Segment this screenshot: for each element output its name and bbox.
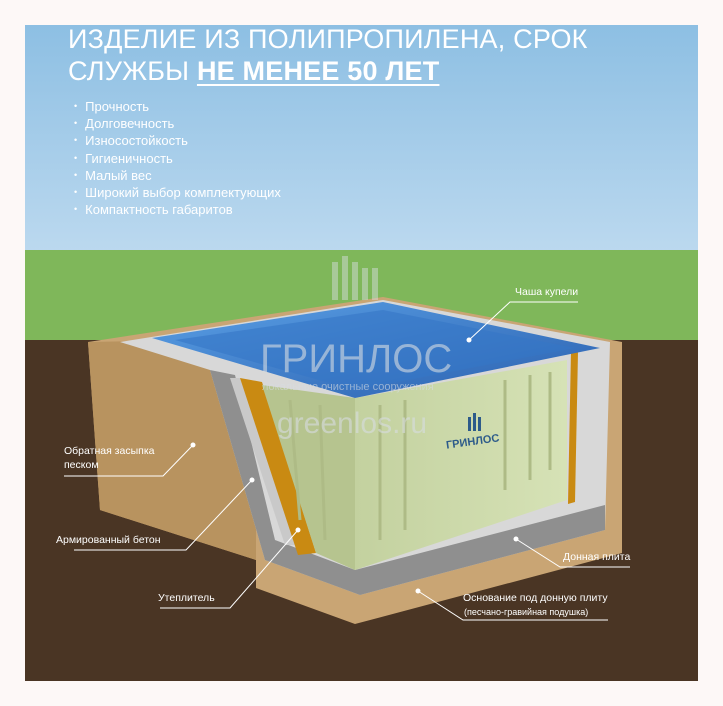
tank-front-face <box>355 360 567 570</box>
title-emphasis: НЕ МЕНЕЕ 50 ЛЕТ <box>196 56 440 86</box>
feature-item: Прочность <box>74 98 281 115</box>
label-bottom-slab: Донная плита <box>563 551 631 563</box>
title-prefix: СЛУЖБЫ <box>68 56 197 86</box>
label-insulation: Утеплитель <box>158 592 215 604</box>
feature-item: Компактность габаритов <box>74 201 281 218</box>
watermark-brand: ГРИНЛОС <box>260 337 453 381</box>
feature-item: Широкий выбор комплектующих <box>74 184 281 201</box>
bottom-slab <box>210 370 605 595</box>
feature-item: Гигиеничность <box>74 150 281 167</box>
tank-logo-icon <box>468 413 481 431</box>
illustration-panel: ИЗДЕЛИЕ ИЗ ПОЛИПРОПИЛЕНА, СРОК СЛУЖБЫ НЕ… <box>25 25 698 681</box>
insulation-right <box>568 350 578 504</box>
pool-cross-section-diagram <box>25 25 698 681</box>
label-concrete: Армированный бетон <box>56 534 161 546</box>
watermark-logo-icon <box>332 256 378 300</box>
label-base-line1: Основание под донную плиту <box>463 592 608 604</box>
watermark-tagline: локальные очистные сооружения <box>262 381 434 393</box>
page-title-line1: ИЗДЕЛИЕ ИЗ ПОЛИПРОПИЛЕНА, СРОК <box>68 25 588 54</box>
feature-item: Долговечность <box>74 115 281 132</box>
feature-list: Прочность Долговечность Износостойкость … <box>74 98 281 218</box>
tank-ribs <box>288 372 552 541</box>
label-backfill-line1: Обратная засыпка <box>64 445 155 457</box>
page-title-line2: СЛУЖБЫ НЕ МЕНЕЕ 50 ЛЕТ <box>68 55 439 87</box>
label-bowl: Чаша купели <box>515 286 579 298</box>
label-backfill-line2: песком <box>64 459 99 471</box>
watermark-site: greenlos.ru <box>277 407 428 440</box>
pool-bowl-inner <box>175 310 575 390</box>
feature-item: Малый вес <box>74 167 281 184</box>
leader-lines <box>64 301 630 621</box>
feature-item: Износостойкость <box>74 132 281 149</box>
label-dots <box>190 337 519 594</box>
tank-left-face <box>262 385 355 570</box>
label-base-line2: (песчано-гравийная подушка) <box>464 607 589 617</box>
insulation-left <box>240 378 316 555</box>
sand-side-face <box>88 340 256 560</box>
